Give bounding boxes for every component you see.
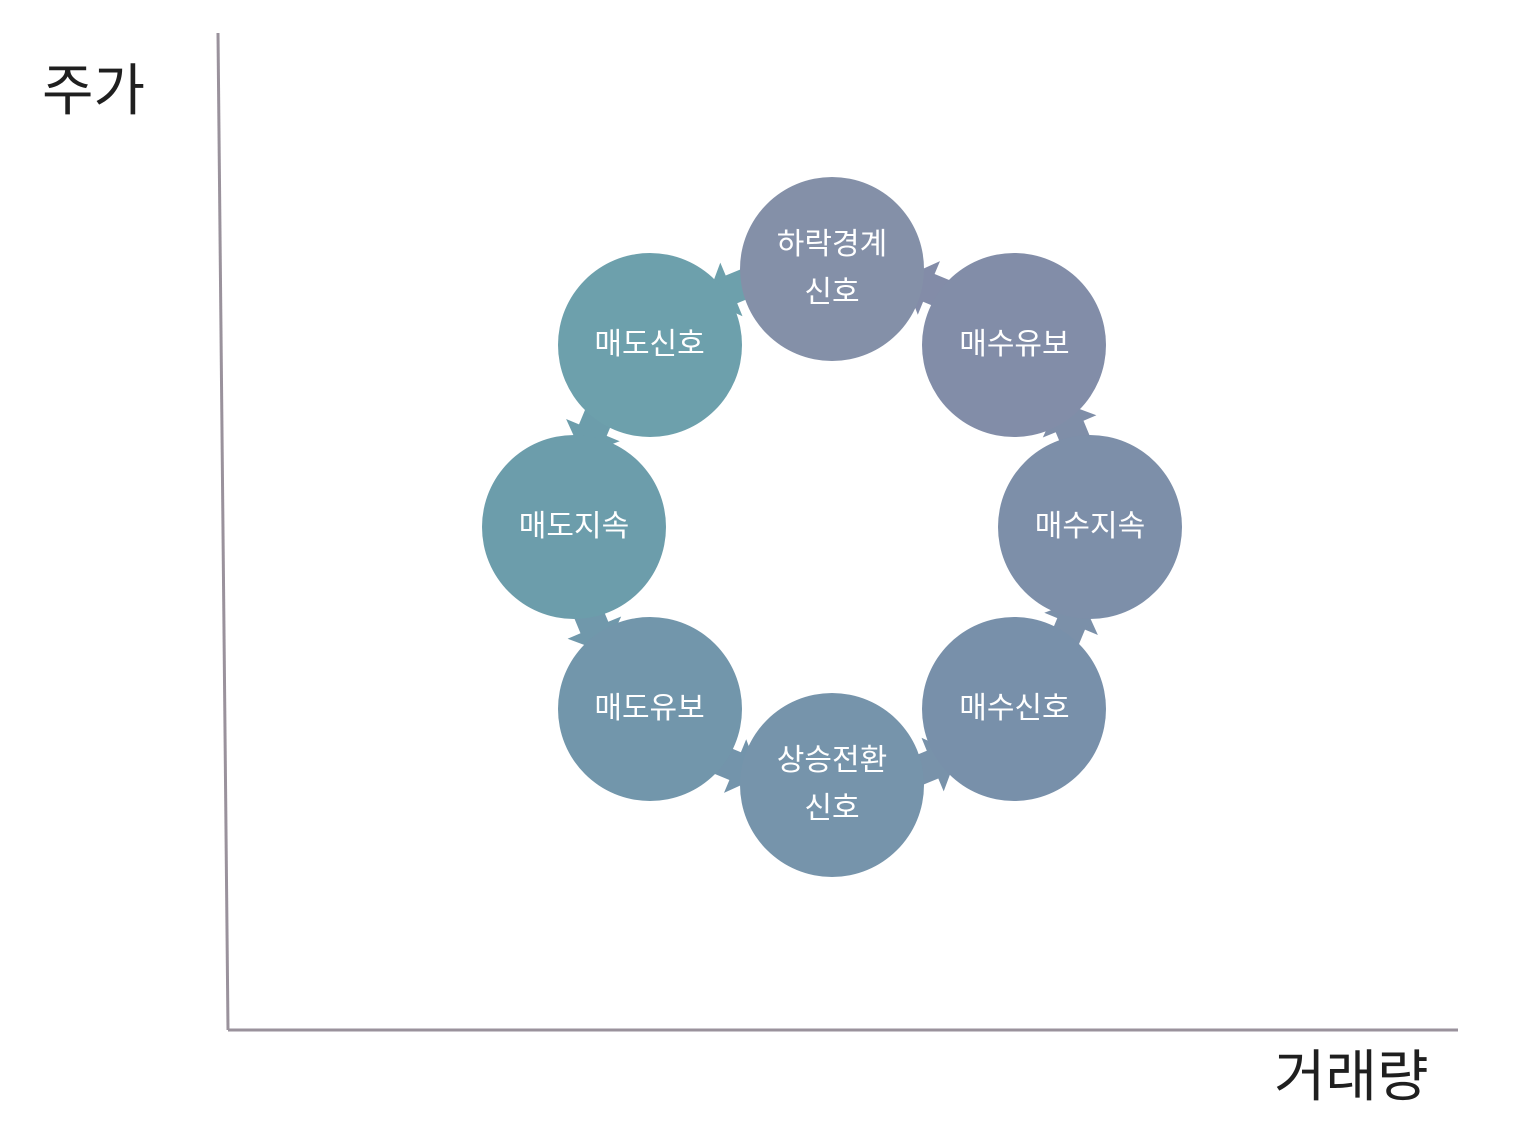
cycle-node-label: 매수지속: [1034, 509, 1146, 544]
cycle-node-label: 매수신호: [959, 691, 1070, 727]
cycle-node-lower-left: 매도유보: [557, 617, 742, 802]
y-axis-line: [216, 32, 230, 1031]
x-axis-label: 거래량: [1274, 1045, 1429, 1110]
cycle-node-label: 매수유보: [959, 326, 1070, 362]
cycle-node-right: 매수지속: [998, 435, 1182, 619]
y-axis-label: 주가: [42, 59, 146, 124]
cycle-node-label: 하락경계: [776, 227, 888, 262]
cycle-node-left: 매도지속: [482, 435, 666, 619]
cycle-node-label: 신호: [804, 275, 860, 310]
cycle-node-lower-right: 매수신호: [922, 617, 1107, 802]
cycle-node-upper-left: 매도신호: [557, 252, 742, 437]
cycle-node-label: 매도유보: [594, 691, 705, 727]
cycle-node-label: 매도지속: [518, 509, 630, 544]
cycle-node-label: 매도신호: [594, 326, 705, 362]
cycle-node-label: 상승전환: [776, 743, 888, 778]
cycle-node-upper-right: 매수유보: [922, 252, 1107, 437]
cycle-node-label: 신호: [804, 791, 860, 826]
